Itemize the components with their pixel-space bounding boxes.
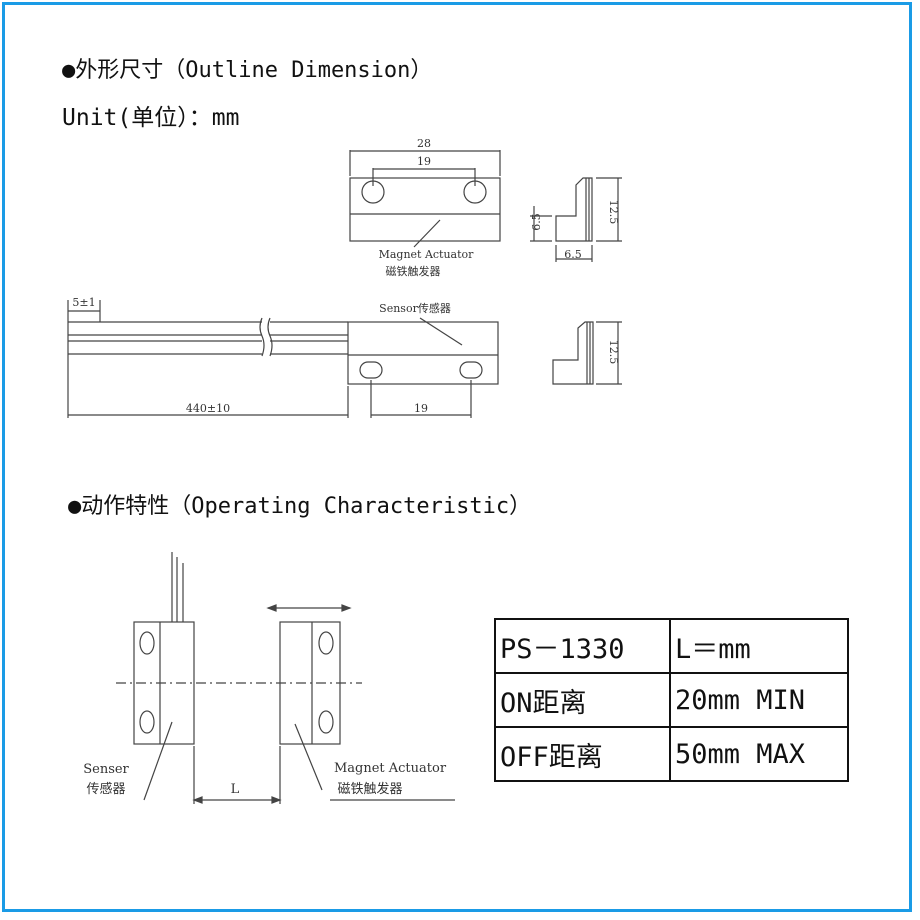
page-frame [2,2,912,912]
table-cell: OFF距离 [494,726,671,782]
sensor-body [347,321,499,385]
table-cell: 20mm MIN [669,672,849,728]
unit-label: Unit(单位）：mm [62,105,240,131]
table-row: ON距离 20mm MIN [494,672,849,728]
operating-characteristic-heading: ●动作特性（Operating Characteristic） [68,494,532,519]
magnet-body-top [349,177,501,242]
dim-12-5-bottom-label: 12.5 [607,340,620,365]
dim-6-5-w-label: 6.5 [564,248,582,261]
senser-cn-label: 传感器 [86,781,125,797]
dim-6-5-h-label: 6.5 [530,213,543,231]
table-cell: PS－1330 [494,618,671,674]
dim-12-5-top-label: 12.5 [607,200,620,225]
table-cell: ON距离 [494,672,671,728]
table-cell: 50mm MAX [669,726,849,782]
outline-dimension-heading: ●外形尺寸（Outline Dimension） [62,58,433,83]
magnet-actuator-label-2: Magnet Actuator [334,761,447,776]
magnet-actuator-label: Magnet Actuator [379,248,475,261]
table-cell: L＝mm [669,618,849,674]
dim-28-label: 28 [417,137,431,150]
senser-label: Senser [83,762,129,777]
spec-table: PS－1330 L＝mm ON距离 20mm MIN OFF距离 50mm MA… [494,618,849,782]
dim-19-top-label: 19 [417,155,431,168]
gap-l-label: L [231,782,240,797]
magnet-side-top [555,177,593,242]
magnet-actuator-cn-label-2: 磁铁触发器 [337,781,402,797]
magnet-actuator-cn-label: 磁铁触发器 [386,264,441,278]
dim-440-label: 440±10 [186,402,230,415]
wire-strip-label: 5±1 [72,296,95,309]
table-row: PS－1330 L＝mm [494,618,849,674]
table-row: OFF距离 50mm MAX [494,726,849,782]
dim-19-bottom-label: 19 [414,402,428,415]
sensor-label: Sensor传感器 [379,302,451,315]
